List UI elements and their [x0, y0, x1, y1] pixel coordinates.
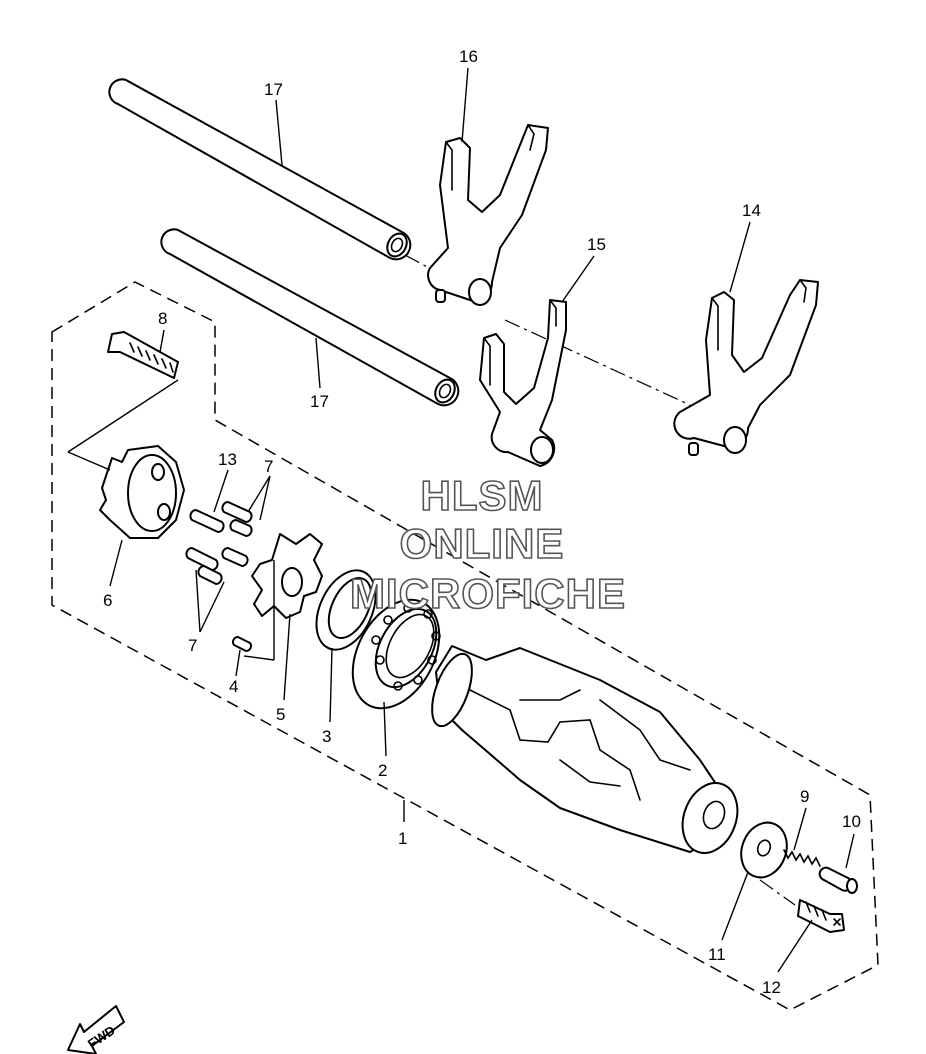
- screw-12[interactable]: [797, 899, 845, 933]
- segment-6[interactable]: [99, 445, 185, 539]
- fwd-arrow-icon: FWD: [67, 1005, 125, 1054]
- callout-15: 15: [587, 235, 606, 254]
- watermark-line-1: HLSM: [421, 472, 544, 519]
- pin-4[interactable]: [232, 636, 252, 652]
- callout-17-lower: 17: [310, 392, 329, 411]
- dowel-pins-7-lower[interactable]: [185, 547, 249, 585]
- pin-13[interactable]: [189, 509, 225, 533]
- watermark: HLSM ONLINE MICROFICHE: [349, 471, 626, 618]
- bearing-2[interactable]: [335, 585, 457, 723]
- shift-fork-16[interactable]: [427, 124, 549, 306]
- circlip-3[interactable]: [305, 561, 388, 659]
- shift-cam-1[interactable]: [424, 645, 747, 861]
- callout-7-upper: 7: [264, 457, 273, 476]
- assembly-boundary: [51, 281, 879, 1011]
- shift-fork-14[interactable]: [673, 279, 819, 456]
- callout-12: 12: [762, 978, 781, 997]
- callout-5: 5: [276, 705, 285, 724]
- shaft-centerline: [404, 254, 691, 406]
- spring-9[interactable]: [783, 849, 821, 867]
- callout-3: 3: [322, 727, 331, 746]
- callout-4: 4: [229, 677, 238, 696]
- shift-fork-15[interactable]: [479, 299, 567, 467]
- plunger-10[interactable]: [818, 866, 858, 894]
- segment-5[interactable]: [251, 533, 323, 619]
- guide-bar-lower[interactable]: [160, 228, 460, 407]
- guide-bar-upper[interactable]: [108, 78, 412, 261]
- dowel-pins-7-upper[interactable]: [221, 501, 253, 537]
- callout-14: 14: [742, 201, 761, 220]
- cam-centerline: [759, 879, 796, 906]
- callout-1: 1: [398, 829, 407, 848]
- callout-11: 11: [708, 945, 726, 964]
- callout-8: 8: [158, 309, 167, 328]
- callout-17-upper: 17: [264, 80, 283, 99]
- leader-lines: [67, 67, 855, 973]
- watermark-line-3: MICROFICHE: [350, 570, 626, 617]
- callout-10: 10: [842, 812, 861, 831]
- watermark-line-2: ONLINE: [400, 520, 565, 567]
- screw-8[interactable]: [107, 331, 179, 379]
- callout-9: 9: [800, 787, 809, 806]
- callout-13: 13: [218, 450, 237, 469]
- callout-6: 6: [103, 591, 112, 610]
- callout-2: 2: [378, 761, 387, 780]
- callout-16: 16: [459, 47, 478, 66]
- stopper-11[interactable]: [734, 816, 794, 884]
- callout-7-lower: 7: [188, 636, 197, 655]
